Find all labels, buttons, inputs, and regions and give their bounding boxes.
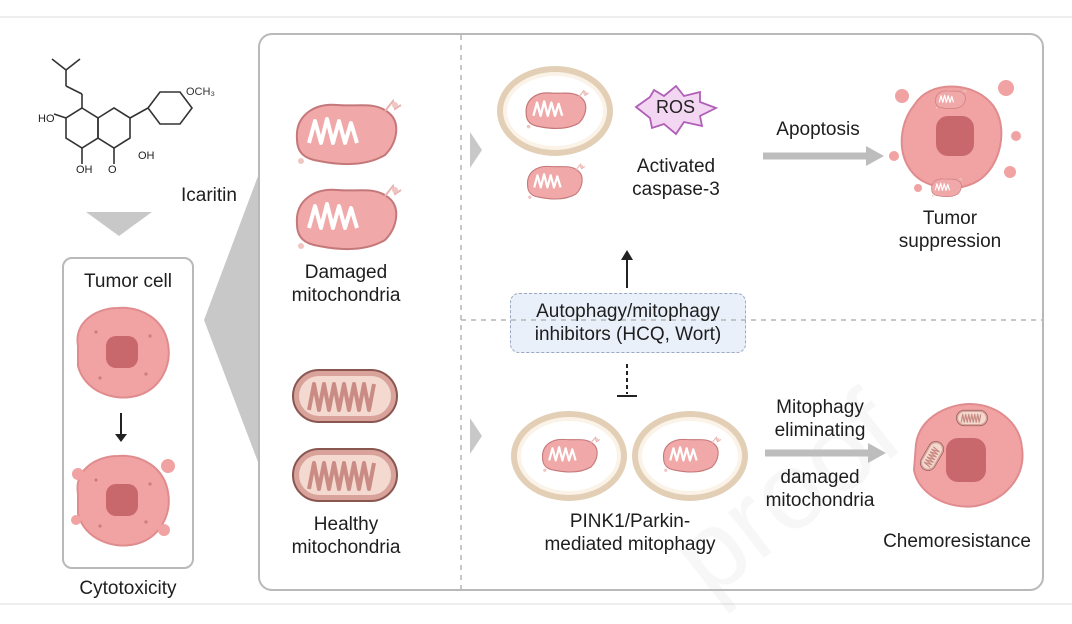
fragmented-cell-icon	[76, 454, 170, 547]
o-label: O	[108, 164, 117, 176]
chemoresistance-label: Chemoresistance	[883, 531, 1031, 552]
cytotoxicity-caption: Cytotoxicity	[79, 578, 177, 599]
apoptosis-label: Apoptosis	[776, 119, 860, 140]
mitophagy-arrow-bottom-label: damaged mitochondria	[765, 467, 875, 511]
chevron-bottom	[470, 418, 482, 454]
icaritin-down-arrow	[86, 212, 152, 236]
substituent-text: OCH₃	[186, 86, 215, 98]
tumor-cell-icon	[76, 306, 170, 399]
ho-label: HO	[38, 113, 55, 125]
tumor-cell-panel	[62, 257, 194, 569]
healthy-mito-1	[291, 368, 399, 424]
top-rule	[0, 16, 1072, 18]
ros-label: ROS	[656, 97, 696, 117]
tumor-cell-title: Tumor cell	[84, 271, 172, 292]
compound-name: Icaritin	[181, 185, 237, 206]
damaged-mito-1	[294, 99, 403, 167]
oh-label-2: OH	[138, 150, 155, 162]
oh-label-1: OH	[76, 164, 93, 176]
mito-small-top	[526, 163, 586, 201]
mito-in-ring-top	[524, 89, 590, 130]
mitophagy-label: PINK1/Parkin- mediated mitophagy	[544, 511, 716, 555]
tumor-suppression-label: Tumor suppression	[898, 208, 1002, 252]
ros-burst	[634, 84, 719, 136]
main-panel	[258, 33, 1044, 591]
icaritin-structure	[51, 58, 193, 164]
mitophagy-arrow-top-label: Mitophagy eliminating	[774, 397, 866, 441]
healthy-mito-2	[291, 447, 399, 503]
apoptotic-cell	[889, 80, 1021, 198]
damaged-mito-2	[294, 184, 403, 252]
healthy-mito-label: Healthy mitochondria	[291, 514, 401, 558]
chevron-top	[470, 132, 482, 168]
bottom-rule	[0, 603, 1072, 605]
caspase-label: Activated caspase-3	[632, 156, 720, 200]
inhibitor-text: Autophagy/mitophagy inhibitors (HCQ, Wor…	[534, 301, 722, 345]
chemoresistant-cell	[912, 402, 1024, 508]
left-big-arrow	[204, 176, 258, 462]
inhibitor-box	[510, 293, 746, 353]
damaged-mito-label: Damaged mitochondria	[291, 262, 401, 306]
